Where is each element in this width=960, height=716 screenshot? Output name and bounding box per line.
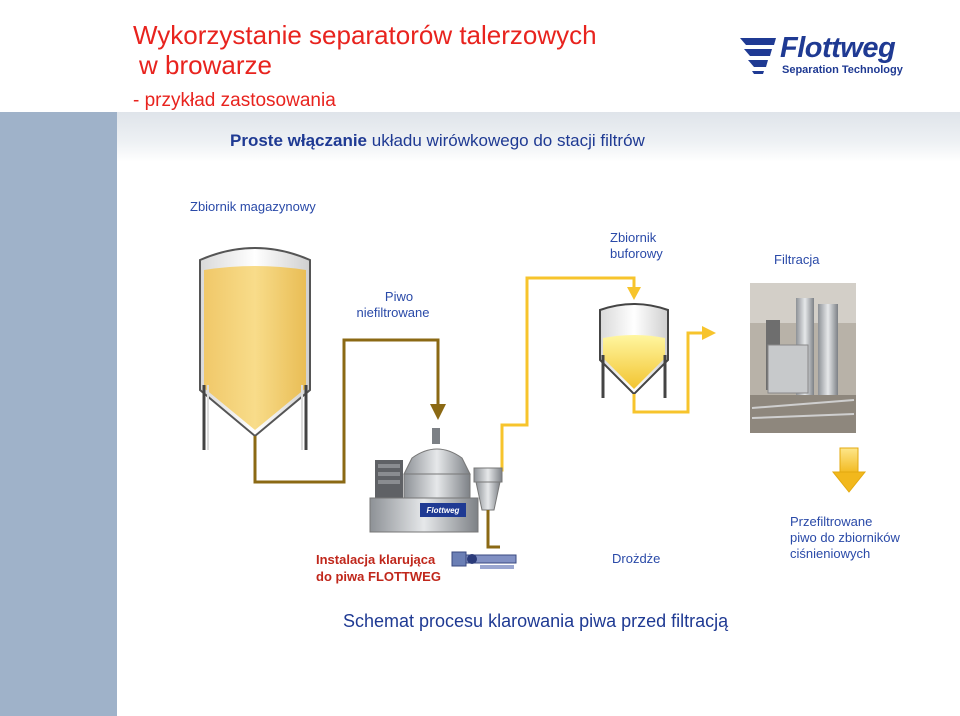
separator-label: Instalacja klarująca do piwa FLOTTWEG: [316, 551, 441, 585]
buffer-to-filter-pipe: [632, 331, 704, 414]
filtered-beer-down-arrow: [831, 447, 867, 493]
title-line-2: w browarze: [139, 50, 272, 80]
left-sidebar-band: [0, 112, 117, 716]
unfiltered-beer-arrowhead: [430, 404, 446, 420]
machine-badge-text: Flottweg: [427, 506, 460, 515]
buffer-tank-label-line2: buforowy: [610, 246, 663, 261]
filtered-beer-label: Przefiltrowane piwo do zbiorników ciśnie…: [790, 514, 900, 562]
separator-label-line1: Instalacja klarująca: [316, 552, 436, 567]
buffer-tank-label-line1: Zbiornik: [610, 230, 657, 245]
title-line-1: Wykorzystanie separatorów talerzowych: [133, 20, 597, 50]
yeast-label: Drożdże: [612, 551, 661, 566]
unfiltered-beer-pipe: [253, 338, 440, 484]
heading-band: [117, 112, 960, 162]
page-subtitle: - przykład zastosowania: [133, 90, 336, 111]
separator-label-line2: do piwa FLOTTWEG: [316, 569, 441, 584]
diagram-caption: Schemat procesu klarowania piwa przed fi…: [343, 611, 729, 631]
buffer-tank-label: Zbiornik buforowy: [610, 230, 663, 262]
buffer-tank: [599, 303, 669, 398]
filtered-label-line2: piwo do zbiorników: [790, 530, 900, 545]
storage-tank-label: Zbiornik magazynowy: [190, 199, 316, 214]
diagram-heading: Proste włączanie układu wirówkowego do s…: [230, 131, 645, 151]
page-title: Wykorzystanie separatorów talerzowych w …: [133, 20, 597, 80]
unfiltered-beer-label: Piwo niefiltrowane: [352, 289, 434, 321]
storage-tank: [199, 247, 311, 450]
logo-tagline: Separation Technology: [782, 64, 903, 76]
filtered-label-line1: Przefiltrowane: [790, 514, 873, 529]
heading-rest-part: układu wirówkowego do stacji filtrów: [367, 131, 645, 150]
flottweg-logo-icon: [740, 38, 776, 74]
filtered-label-line3: ciśnieniowych: [790, 546, 871, 561]
unfiltered-label-line1: Piwo: [384, 289, 414, 304]
flottweg-separator-machine: Flottweg: [369, 428, 503, 533]
flottweg-logo: Flottweg Separation Technology: [738, 32, 938, 80]
clarified-beer-arrowhead: [627, 287, 641, 300]
logo-brand-text: Flottweg: [780, 32, 896, 64]
buffer-to-filter-arrowhead: [702, 326, 716, 340]
heading-bold-part: Proste włączanie: [230, 131, 368, 150]
yeast-pump: [451, 551, 517, 569]
unfiltered-label-line2: niefiltrowane: [356, 305, 430, 320]
filtration-station-photo: [750, 283, 856, 433]
filtration-label: Filtracja: [774, 252, 820, 267]
yeast-discharge-pipe: [486, 510, 500, 549]
